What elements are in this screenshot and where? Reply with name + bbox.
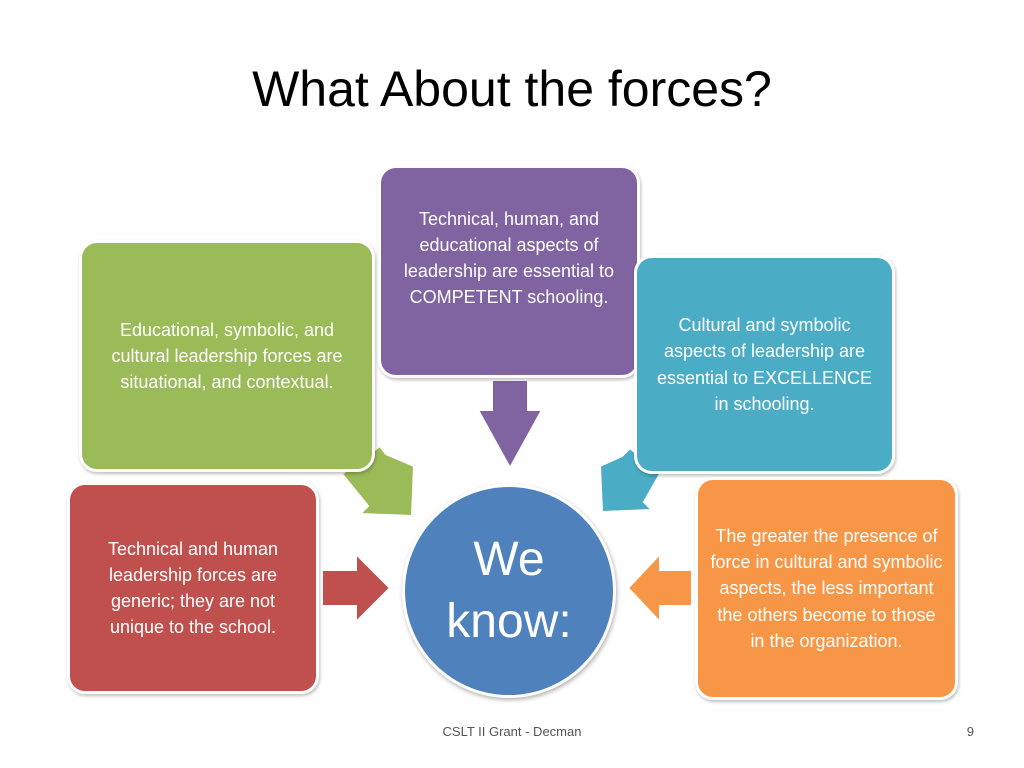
slide-page-number: 9 (966, 724, 974, 739)
slide-footer: CSLT II Grant - Decman (442, 724, 582, 739)
node-greater-presence: The greater the presence of force in cul… (695, 477, 958, 700)
node-competent-schooling-text: Technical, human, and educational aspect… (403, 209, 615, 308)
node-situational-forces: Educational, symbolic, and cultural lead… (79, 240, 375, 472)
arrow-purple (476, 379, 544, 471)
node-competent-schooling: Technical, human, and educational aspect… (378, 165, 640, 378)
slide-title: What About the forces? (252, 61, 772, 117)
node-excellence-schooling: Cultural and symbolic aspects of leaders… (634, 255, 895, 474)
node-excellence-schooling-text: Cultural and symbolic aspects of leaders… (656, 315, 873, 414)
node-generic-forces-text: Technical and human leadership forces ar… (107, 538, 279, 638)
arrow-red (321, 551, 392, 625)
center-node-we-know: We know: (402, 484, 616, 698)
node-greater-presence-text: The greater the presence of force in cul… (710, 526, 943, 651)
node-generic-forces: Technical and human leadership forces ar… (67, 482, 319, 694)
center-node-text: We know: (446, 532, 572, 648)
node-situational-forces-text: Educational, symbolic, and cultural lead… (111, 319, 343, 393)
arrow-orange (626, 551, 693, 625)
